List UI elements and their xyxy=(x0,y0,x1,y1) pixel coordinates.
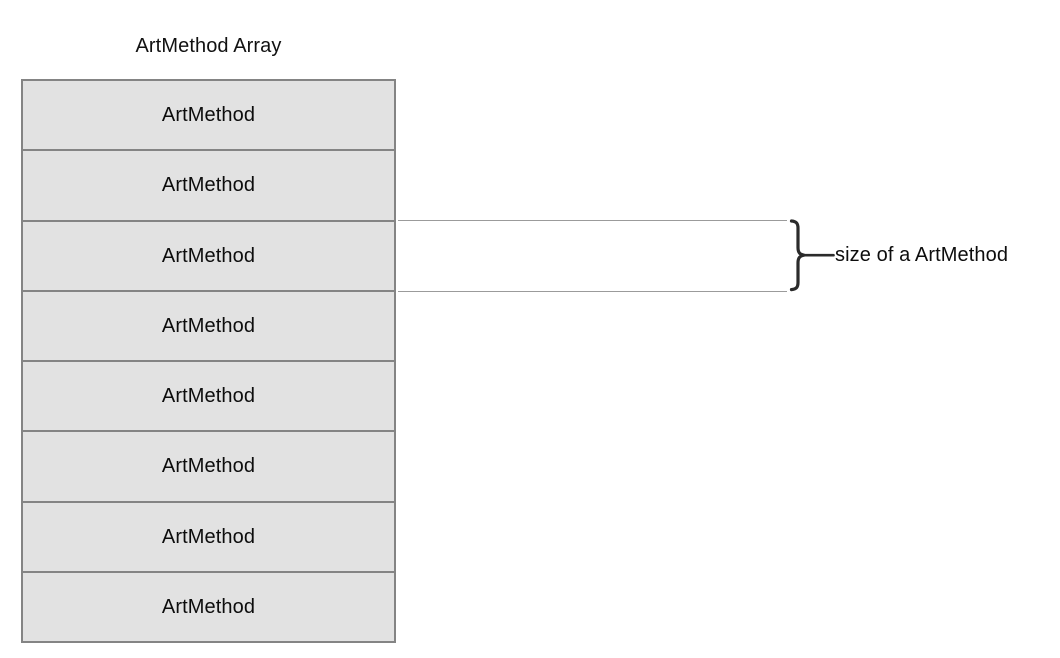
artmethod-cell[interactable]: ArtMethod xyxy=(21,430,396,501)
annotation-label: size of a ArtMethod xyxy=(835,244,1009,266)
artmethod-cell[interactable]: ArtMethod xyxy=(21,360,396,431)
leader-line-bottom xyxy=(398,291,787,292)
curly-brace-right-icon xyxy=(786,214,836,298)
artmethod-cell-label: ArtMethod xyxy=(161,525,256,548)
artmethod-cell-label: ArtMethod xyxy=(161,244,256,267)
page-title: ArtMethod Array xyxy=(135,35,282,57)
artmethod-cell-highlighted[interactable]: ArtMethod xyxy=(21,219,396,290)
artmethod-cell-label: ArtMethod xyxy=(161,455,256,478)
artmethod-cell[interactable]: ArtMethod xyxy=(21,289,396,360)
artmethod-cell[interactable]: ArtMethod xyxy=(21,79,396,150)
artmethod-cell-label: ArtMethod xyxy=(161,174,256,197)
artmethod-cell[interactable]: ArtMethod xyxy=(21,570,396,643)
artmethod-cell[interactable]: ArtMethod xyxy=(21,149,396,220)
artmethod-cell-label: ArtMethod xyxy=(161,385,256,408)
artmethod-cell-label: ArtMethod xyxy=(161,314,256,337)
artmethod-cell[interactable]: ArtMethod xyxy=(21,500,396,571)
artmethod-cell-label: ArtMethod xyxy=(161,595,256,618)
artmethod-array-stack: ArtMethod ArtMethod ArtMethod ArtMethod … xyxy=(21,79,396,643)
artmethod-cell-label: ArtMethod xyxy=(161,104,256,127)
leader-line-top xyxy=(398,220,787,221)
